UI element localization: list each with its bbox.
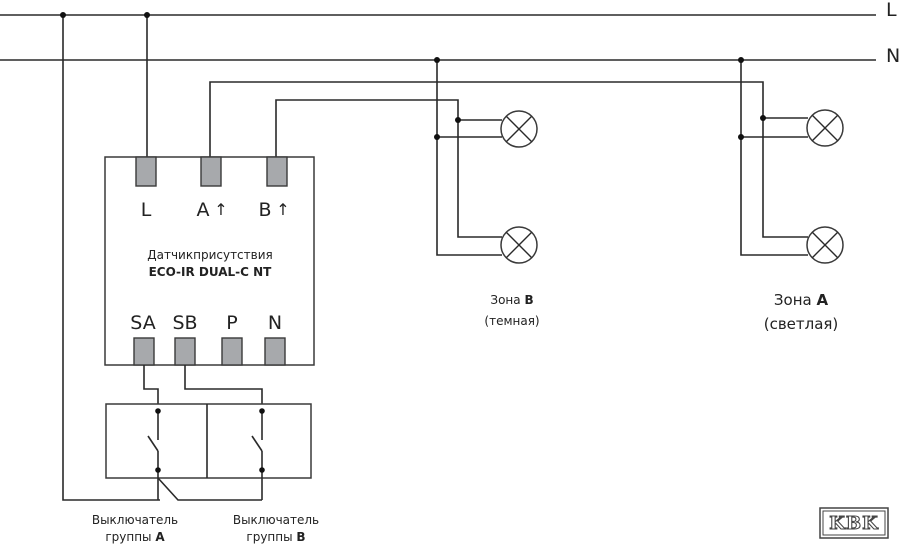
lamp-icon	[500, 226, 538, 264]
switch-a-label: Выключатель	[92, 513, 178, 527]
junction-dot	[455, 117, 461, 123]
terminal-P-label: P	[226, 312, 237, 334]
output-A-wire	[209, 81, 808, 157]
lamp-icon	[500, 110, 538, 148]
junction-dot	[738, 57, 744, 63]
wire-SB-to-switch	[184, 365, 263, 411]
neutral-return-zone-a	[740, 60, 808, 256]
phase-bus-label: L	[886, 0, 897, 21]
kbk-logo: KBK	[819, 507, 889, 539]
lamp-icon	[806, 226, 844, 264]
terminal-L-label: L	[141, 199, 152, 221]
lamp-icon	[806, 109, 844, 147]
junction-dot	[434, 134, 440, 140]
neutral-bus-label: N	[886, 45, 900, 67]
terminal-P	[221, 337, 243, 366]
switch-a-contact	[147, 408, 161, 500]
sensor-caption: Датчикприсутствия	[147, 248, 272, 262]
switch-panel	[105, 403, 312, 479]
switch-a-group: группы А	[105, 530, 165, 544]
sensor-model: ECO-IR DUAL-C NT	[149, 265, 273, 279]
phase-feed-to-switches	[62, 15, 160, 501]
zone-b-desc: (темная)	[484, 314, 539, 328]
output-A-wire-lower	[762, 118, 808, 238]
junction-dot	[144, 12, 150, 18]
logo-text: KBK	[829, 513, 879, 534]
terminal-N	[264, 337, 286, 366]
zone-b-label: Зона В	[490, 293, 533, 307]
terminal-SA	[133, 337, 155, 366]
switch-b-contact	[251, 408, 265, 500]
zone-a-desc: (светлая)	[764, 315, 839, 333]
junction-dot	[738, 134, 744, 140]
terminal-SA-label: SA	[130, 312, 155, 334]
presence-sensor-box	[104, 156, 315, 366]
terminal-L	[135, 156, 157, 187]
output-B-wire-lower	[457, 120, 502, 238]
terminal-A-label: A	[197, 199, 210, 221]
wire-SA-to-switch	[143, 365, 159, 411]
switch-common-feed	[157, 477, 262, 501]
junction-dot	[760, 115, 766, 121]
output-B-wire	[275, 99, 502, 157]
terminal-A	[200, 156, 222, 187]
junction-dot	[60, 12, 66, 18]
terminal-N-label: N	[268, 312, 282, 334]
terminal-B	[266, 156, 288, 187]
junction-dot	[434, 57, 440, 63]
zone-a-label: Зона А	[774, 291, 829, 309]
neutral-return-zone-b	[436, 60, 502, 256]
terminal-SB-label: SB	[172, 312, 197, 334]
arrow-up-icon: ↑	[276, 200, 289, 219]
terminal-SB	[174, 337, 196, 366]
terminal-B-label: B	[258, 199, 271, 221]
arrow-up-icon: ↑	[214, 200, 227, 219]
switch-b-label: Выключатель	[233, 513, 319, 527]
switch-b-group: группы В	[246, 530, 305, 544]
